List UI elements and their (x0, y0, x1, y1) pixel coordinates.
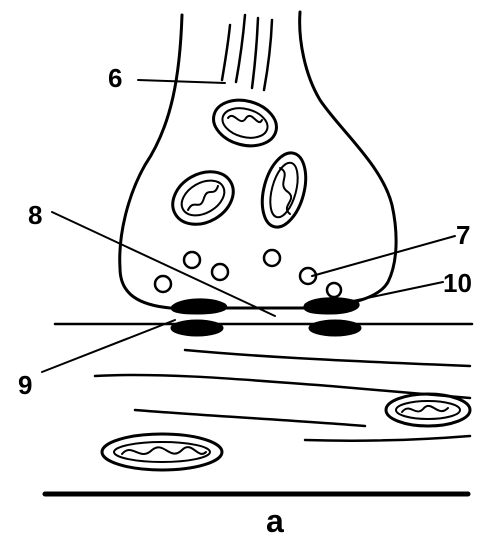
leader-line-10 (348, 282, 443, 302)
neurofilament-4 (264, 20, 272, 90)
label-7: 7 (456, 222, 470, 248)
active-zone-right (304, 298, 359, 314)
caption-a: a (266, 505, 284, 537)
leader-line-8 (52, 212, 275, 316)
vesicle (212, 264, 228, 280)
receptor-density-left (171, 320, 223, 336)
active-zone-left (171, 299, 227, 314)
neurofilament-3 (252, 18, 258, 88)
vesicle (184, 252, 200, 268)
vesicle (327, 283, 341, 297)
mitochondrion-right (255, 148, 313, 232)
myofibril-line-4 (305, 436, 470, 441)
muscle-mitochondrion-right (386, 394, 470, 426)
label-9: 9 (18, 372, 32, 398)
myofibril-line-3 (135, 410, 365, 426)
leader-line-7 (312, 236, 455, 276)
neurofilament-2 (236, 15, 245, 82)
mitochondrion-top (208, 93, 281, 152)
receptor-density-right (309, 320, 361, 336)
label-10: 10 (443, 270, 472, 296)
mitochondrion-left (163, 161, 242, 235)
neurofilament-1 (222, 25, 230, 80)
leader-line-6 (138, 80, 225, 83)
vesicle (155, 276, 171, 292)
muscle-mitochondrion-left (102, 434, 222, 470)
myofibril-line-1 (185, 350, 470, 366)
active-zones (171, 298, 361, 336)
vesicle (264, 250, 280, 266)
leader-line-9 (42, 320, 175, 372)
label-6: 6 (108, 65, 122, 91)
label-8: 8 (28, 202, 42, 228)
